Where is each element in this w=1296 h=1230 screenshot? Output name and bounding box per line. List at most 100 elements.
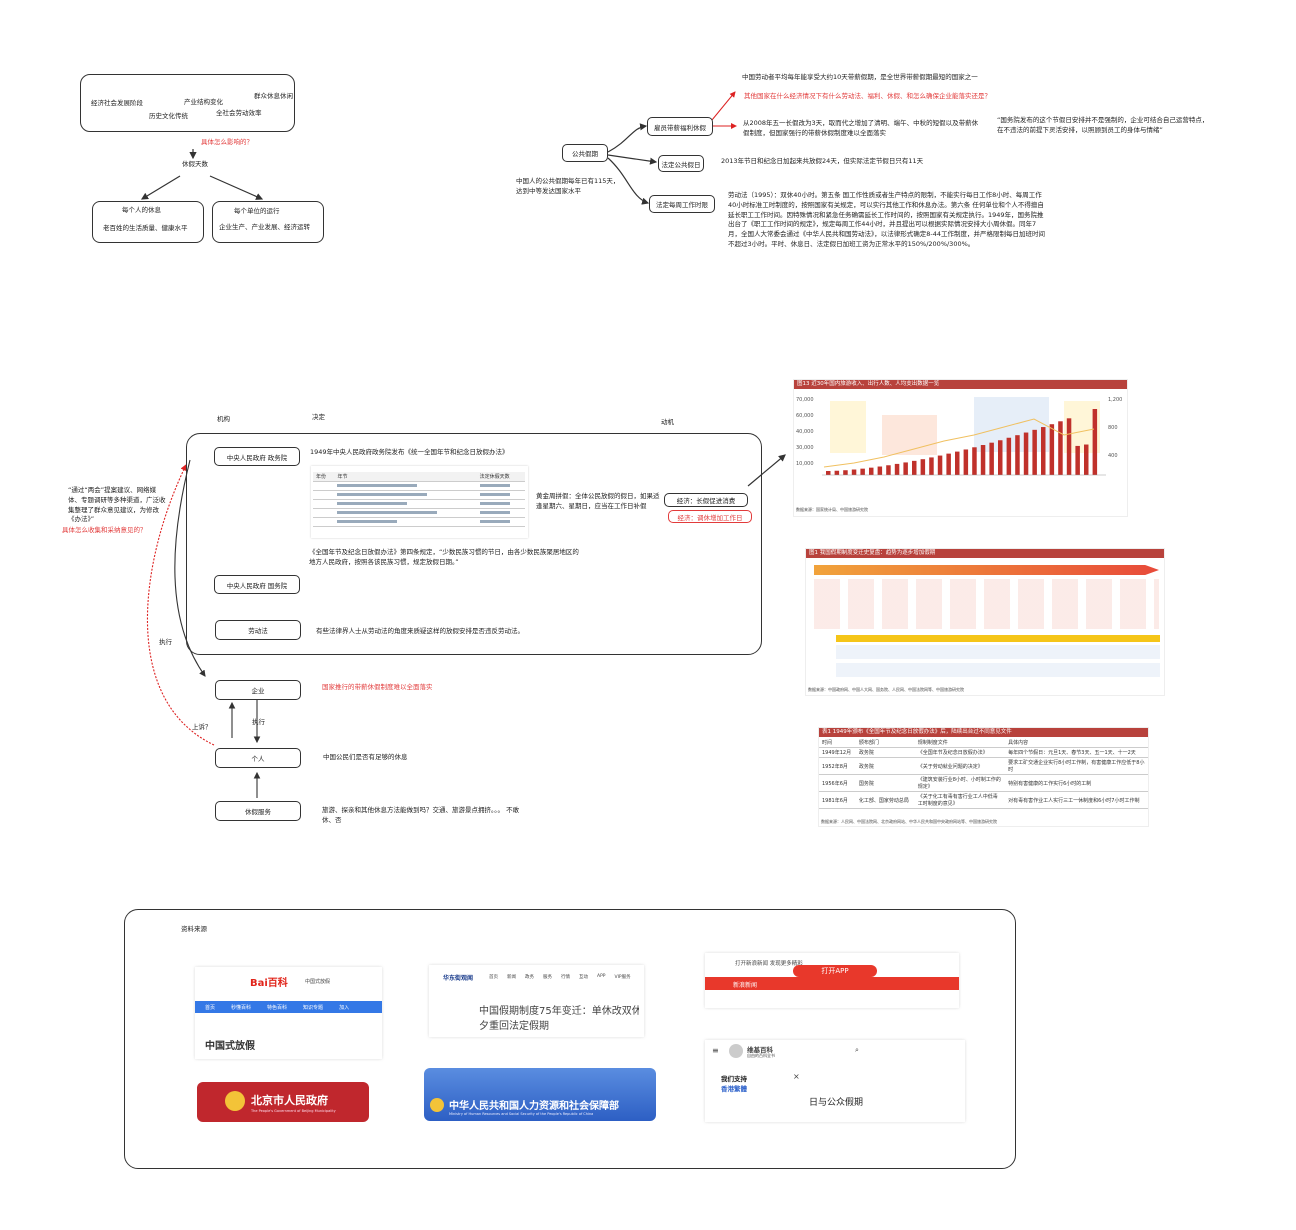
baidu-baike-thumb[interactable]: Bai百科 中国式放假 首页 秒懂百科 特色百科 知识专题 加入 中国式放假 [195, 967, 382, 1059]
holiday-table-header-year: 年份 [313, 472, 335, 482]
wiki-subtitle: 自由的百科全书 [747, 1053, 775, 1058]
holiday-timeline-source: 数据来源：中国政府网、中国人大网、国务院、人民网、中国法院网等、中国旅游研究院 [808, 687, 964, 692]
reg-th-doc: 规制制度文件 [914, 738, 1006, 748]
sina-news-thumb[interactable]: 打开新浪新闻 发现更多精彩 打开APP 新浪新闻 [705, 953, 959, 1008]
news-nav-item[interactable]: 首页 [489, 975, 498, 980]
node-vacation-service: 休假服务 [215, 801, 301, 821]
service-issue: 旅游、探亲和其他休息方法能做到吗？交通、旅游景点拥挤。。。 不敢休、否 [322, 806, 520, 824]
regulation-table-image: 表1 1949年颁布《全国年节及纪念日放假办法》后，陆续出台过不同意见文件 时间… [818, 727, 1149, 827]
svg-text:40,000: 40,000 [796, 429, 814, 435]
close-icon[interactable]: × [793, 1072, 800, 1081]
sources-label: 资料来源 [181, 925, 207, 933]
execute-label-2: 执行 [252, 718, 265, 726]
tourism-bar [998, 440, 1003, 475]
mohrss-name: 中华人民共和国人力资源和社会保障部 [449, 1101, 619, 1112]
tourism-bar [1084, 444, 1089, 475]
factor-4: 历史文化传统 [149, 112, 188, 120]
baidu-nav-home[interactable]: 首页 [205, 1004, 216, 1011]
node-statutory-holiday: 法定公共假日 [658, 155, 704, 172]
node-individual: 个人 [215, 748, 301, 768]
search-icon[interactable]: ⌕ [855, 1046, 859, 1054]
sina-brand: 新浪新闻 [733, 982, 758, 989]
holiday-table-header-festival: 年节 [334, 472, 477, 482]
factor-2: 产业结构变化 [184, 98, 223, 106]
baidu-nav-special[interactable]: 特色百科 [267, 1004, 288, 1011]
news-nav-item[interactable]: 政务 [525, 975, 534, 980]
node-gov-council-1949: 中央人民政府 政务院 [214, 447, 300, 466]
tourism-bar [946, 453, 951, 475]
labor-law-question: 有些法律界人士从劳动法的角度来质疑这样的放假安排是否违反劳动法。 [316, 627, 524, 635]
baidu-nav-join[interactable]: 加入 [339, 1004, 350, 1011]
news-nav-item[interactable]: 互动 [579, 975, 588, 980]
paid-leave-history: 从2008年五一长假改为3天，取而代之增加了清明、端午、中秋的短假以及带薪休假制… [743, 119, 979, 137]
factor-3: 群众休息休闲 [254, 92, 293, 100]
tourism-bar [903, 462, 908, 475]
tourism-bar [937, 455, 943, 475]
tourism-bar [869, 467, 874, 475]
decision-frame [186, 433, 762, 655]
public-opinion-question: 具体怎么收集和采纳意见的？ [62, 526, 147, 534]
unit-operation-title: 每个单位的运行 [234, 207, 280, 215]
baidu-page-title: 中国式放假 [205, 1041, 255, 1052]
tourism-bar [843, 470, 848, 475]
beijing-gov-name: 北京市人民政府 [251, 1094, 328, 1107]
enterprise-issue: 国家推行的带薪休假制度难以全面落实 [322, 683, 433, 691]
tourism-bar [877, 466, 883, 475]
tourism-bar [929, 457, 934, 475]
labor-law-text: 劳动法（1995）：双休40小时。第五条 国工作性质或者生产特点的限制，不能实行… [728, 191, 1046, 248]
timeline-blocks [814, 579, 1159, 629]
public-holiday-note: 中国人的公共假期每年已有115天，达到中等发达国家水平 [516, 177, 620, 195]
public-opinion-note: “通过“两会”提案建议、网络媒体、专题调研等多种渠道，广泛收集整理了群众意见建议… [68, 486, 166, 524]
tourism-bar [886, 465, 891, 475]
unit-operation-desc: 企业生产、产业发展、经济运转 [219, 223, 310, 231]
baidu-nav-bar: 首页 秒懂百科 特色百科 知识专题 加入 [195, 1001, 382, 1013]
gov2-decision-text: 《全国年节及纪念日放假办法》第四条规定，“少数民族习惯的节日，由各少数民族聚居地… [309, 548, 579, 566]
news-nav-item[interactable]: APP [597, 974, 606, 979]
news-nav-item[interactable]: 新闻 [507, 975, 516, 980]
tourism-bar [834, 470, 840, 475]
report-label: 上诉？ [192, 723, 212, 731]
baidu-subtitle: 中国式放假 [305, 979, 331, 985]
tourism-bar [1092, 409, 1098, 475]
news-nav: 首页 新闻 政务 服务 行情 互动 APP VIP服务 [489, 974, 631, 980]
tourism-bar [826, 471, 831, 475]
regulation-table-source: 数据来源：人民网、中国法院网、北京政府网站、中华人民共和国中央政府网站等、中国旅… [821, 819, 997, 824]
tourism-chart-svg: 70,000 60,000 40,000 30,000 10,000 1,200… [796, 397, 1122, 476]
wikipedia-thumb[interactable]: ≡ 维基百科 自由的百科全书 ⌕ 我们支持 香港繁體 × 日与公众假期 [705, 1040, 965, 1122]
baidu-logo: Bai百科 [250, 978, 288, 989]
svg-text:30,000: 30,000 [796, 445, 814, 451]
timeline-yellow-bar [836, 635, 1160, 642]
baidu-nav-video[interactable]: 秒懂百科 [231, 1004, 252, 1011]
svg-text:60,000: 60,000 [796, 413, 814, 419]
holiday-timeline-title: 图1 我国假期制度变迁史复盘：趋势为逐步增加假期 [806, 549, 1164, 558]
col-header-decision: 决定 [312, 413, 325, 421]
tourism-chart-title: 图13 近30年国内旅游收入、出行人数、人均支出数据一览 [794, 380, 1127, 389]
tourism-bar [894, 463, 900, 475]
node-enterprise: 企业 [215, 680, 301, 700]
baidu-nav-topics[interactable]: 知识专题 [303, 1004, 324, 1011]
news-nav-item[interactable]: VIP服务 [614, 975, 631, 980]
reg-th-content: 具体内容 [1005, 738, 1148, 748]
reg-th-dept: 颁布部门 [855, 738, 915, 748]
news-nav-item[interactable]: 服务 [543, 975, 552, 980]
tourism-bar [851, 469, 857, 475]
sina-open-app-button[interactable]: 打开APP [793, 965, 877, 977]
beijing-gov-banner[interactable]: 北京市人民政府 The People's Government of Beiji… [197, 1082, 369, 1122]
holiday-timeline-image: 图1 我国假期制度变迁史复盘：趋势为逐步增加假期 数据来源：中国政府网、中国人大… [805, 548, 1165, 696]
news-headline: 中国假期制度75年变迁：单休改双休 [479, 1006, 639, 1017]
tourism-bar [1006, 437, 1012, 475]
execute-label-1: 执行 [159, 638, 172, 646]
factor-1: 经济社会发展阶段 [91, 99, 143, 107]
tourism-bar [920, 459, 926, 475]
emblem-icon [225, 1091, 245, 1111]
timeline-arrow [814, 565, 1159, 575]
econ-workday-badge: 经济：调休增加工作日 [668, 510, 752, 523]
gov1-decision-text: 1949年中央人民政府政务院发布《统一全国年节和纪念日放假办法》 [310, 448, 509, 456]
svg-text:400: 400 [1108, 453, 1118, 459]
news-nav-item[interactable]: 行情 [561, 975, 570, 980]
mohrss-banner[interactable]: 中华人民共和国人力资源和社会保障部 Ministry of Human Reso… [424, 1068, 656, 1121]
news-article-thumb[interactable]: 华东街观闻 首页 新闻 政务 服务 行情 互动 APP VIP服务 中国假期制度… [429, 965, 644, 1037]
menu-icon[interactable]: ≡ [712, 1046, 719, 1055]
node-paid-leave: 雇员带薪福利休假 [647, 117, 713, 136]
tourism-bar [989, 442, 994, 475]
